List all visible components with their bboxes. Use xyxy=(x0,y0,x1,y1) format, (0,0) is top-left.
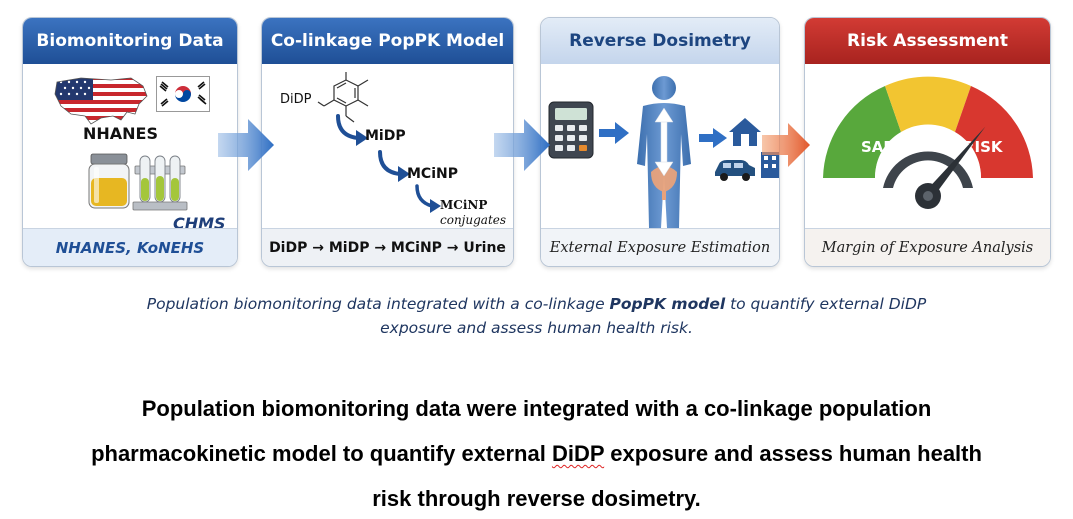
mcinp-conjugates-label-2: conjugates xyxy=(440,213,507,227)
biomonitoring-panel: Biomonitoring Data xyxy=(22,17,238,267)
arrow-popk-reverse-icon xyxy=(494,119,550,171)
urine-sample-icon xyxy=(88,153,130,209)
arrow-biomonitoring-popk-icon xyxy=(218,119,274,171)
caption-bold-text: PopPK model xyxy=(609,295,726,313)
didp-label: DiDP xyxy=(280,92,312,107)
bottom-summary-line1: Population biomonitoring data were integ… xyxy=(141,396,932,421)
mcinp-label: MCiNP xyxy=(407,166,458,182)
calculator-icon xyxy=(548,101,594,159)
figure-caption-line1: Population biomonitoring data integrated… xyxy=(100,292,973,316)
figure-caption: Population biomonitoring data integrated… xyxy=(100,292,973,340)
popk-footer: DiDP → MiDP → MCiNP → Urine xyxy=(262,228,513,266)
biomonitoring-title: Biomonitoring Data xyxy=(23,18,237,64)
nhanes-label: NHANES xyxy=(83,124,159,143)
risk-assessment-footer: Margin of Exposure Analysis xyxy=(805,228,1050,266)
test-tubes-icon xyxy=(132,155,188,211)
risk-assessment-title: Risk Assessment xyxy=(805,18,1050,64)
bottom-summary-line2: pharmacokinetic model to quantify extern… xyxy=(0,431,1073,476)
molecule-icon xyxy=(317,72,369,123)
figure-caption-line2: exposure and assess human health risk. xyxy=(380,319,693,337)
arrow-midp-mcinp-icon xyxy=(378,150,410,182)
human-body-icon xyxy=(637,76,691,228)
bottom-summary-line3: risk through reverse dosimetry. xyxy=(372,486,701,511)
mcinp-conjugates-label-1: MCiNP xyxy=(440,198,488,212)
reverse-dosimetry-title: Reverse Dosimetry xyxy=(541,18,779,64)
bottom-text-b: exposure and assess human health xyxy=(604,441,982,466)
gauge-risk-segment xyxy=(955,86,1033,178)
reverse-dosimetry-panel: Reverse Dosimetry xyxy=(540,17,780,267)
house-icon xyxy=(729,118,761,146)
usa-map-icon xyxy=(54,77,148,125)
spellcheck-word: DiDP xyxy=(551,441,605,466)
arrow-reverse-risk-icon xyxy=(762,123,810,167)
midp-label: MiDP xyxy=(365,128,406,144)
arrow-body-house-icon xyxy=(699,128,727,148)
gauge-middle-segment xyxy=(885,76,971,132)
building-icon xyxy=(761,152,779,178)
caption-text-2: to quantify external DiDP xyxy=(725,295,927,313)
risk-assessment-panel: Risk Assessment SAFE RISK Margin of Expo… xyxy=(804,17,1051,267)
caption-text-1: Population biomonitoring data integrated… xyxy=(146,295,610,313)
arrow-mcinp-conjugates-icon xyxy=(415,184,441,213)
biomonitoring-footer: NHANES, KoNEHS xyxy=(23,228,237,266)
arrow-didp-midp-icon xyxy=(336,114,368,146)
korea-flag-icon xyxy=(156,76,210,112)
popk-title: Co-linkage PopPK Model xyxy=(262,18,513,64)
car-icon xyxy=(715,160,755,181)
bottom-text-a: pharmacokinetic model to quantify extern… xyxy=(91,441,552,466)
gauge-needle xyxy=(924,126,986,200)
gauge-icon: SAFE RISK xyxy=(823,76,1033,209)
popk-panel: Co-linkage PopPK Model DiDP MiDP MCiNP M… xyxy=(261,17,514,267)
bottom-summary: Population biomonitoring data were integ… xyxy=(0,386,1073,519)
gauge-safe-segment xyxy=(823,86,901,178)
arrow-calculator-body-icon xyxy=(599,122,629,144)
reverse-dosimetry-footer: External Exposure Estimation xyxy=(541,228,779,266)
